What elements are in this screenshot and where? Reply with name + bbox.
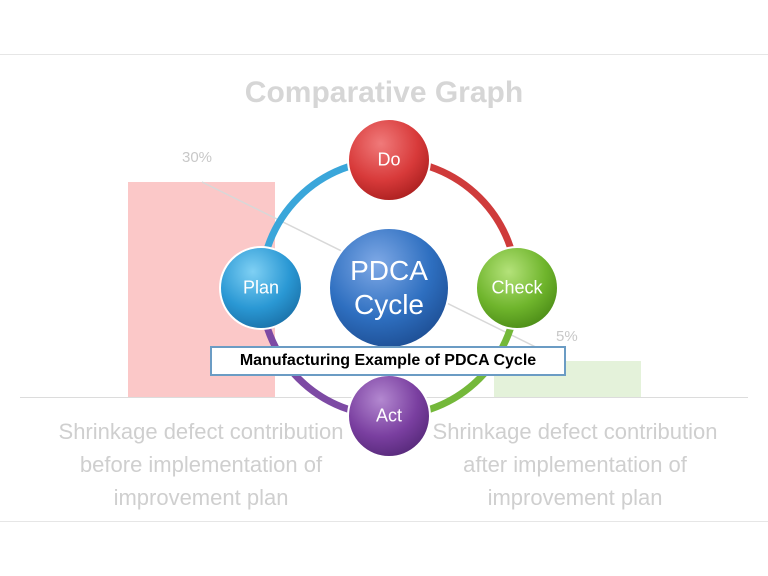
chart-title: Comparative Graph [244, 76, 524, 109]
plan-node [219, 246, 303, 330]
check-label: Check [491, 277, 543, 298]
center-label: PDCA Cycle [350, 255, 428, 320]
top-divider [0, 54, 768, 55]
category-label-after: Shrinkage defect contribution after impl… [432, 419, 718, 510]
diagram-caption: Manufacturing Example of PDCA Cycle [210, 346, 566, 376]
bar-before-value: 30% [182, 149, 213, 166]
bottom-divider [0, 521, 768, 522]
do-label: Do [377, 149, 401, 170]
bar-after-value: 5% [556, 328, 578, 346]
act-label: Act [375, 405, 403, 426]
check-node [475, 246, 559, 330]
plan-label: Plan [242, 277, 280, 298]
category-label-before: Shrinkage defect contribution before imp… [58, 419, 344, 510]
do-node [347, 118, 431, 202]
